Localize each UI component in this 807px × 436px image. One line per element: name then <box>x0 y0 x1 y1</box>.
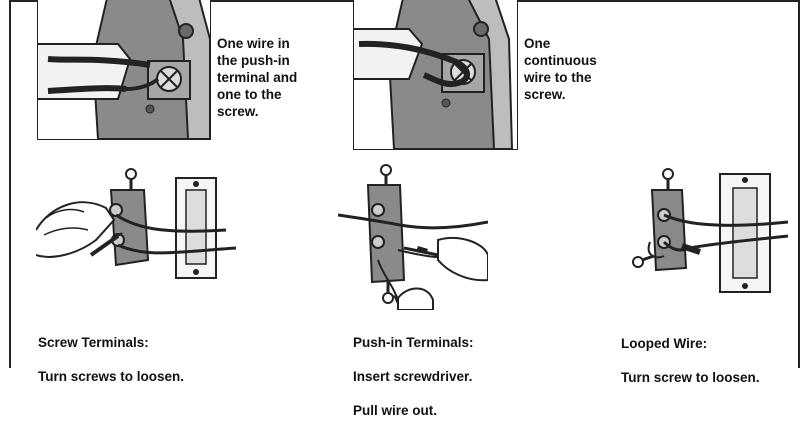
method-caption-looped-wire: Looped Wire: Turn screw to loosen. <box>621 318 760 403</box>
frame-left-edge <box>9 0 11 368</box>
method-caption-push-in-terminals: Push-in Terminals: Insert screwdriver. P… <box>353 317 474 436</box>
detail-panel-push-in-and-screw <box>37 0 211 140</box>
screw-terminals-illustration <box>36 160 246 285</box>
frame-right-edge <box>798 0 800 368</box>
looped-closeup-illustration <box>354 0 517 149</box>
detail-panel-continuous-wire <box>353 0 518 150</box>
detail-caption-2: One continuous wire to the screw. <box>524 35 634 103</box>
method-instruction: Turn screw to loosen. <box>621 369 760 386</box>
push-in-terminals-illustration <box>338 160 488 310</box>
method-title: Looped Wire: <box>621 335 760 352</box>
switch-closeup-illustration <box>38 0 210 139</box>
method-title: Push-in Terminals: <box>353 334 474 351</box>
method-title: Screw Terminals: <box>38 334 184 351</box>
method-caption-screw-terminals: Screw Terminals: Turn screws to loosen. <box>38 317 184 402</box>
method-instruction: Insert screwdriver. <box>353 368 474 385</box>
method-instruction: Turn screws to loosen. <box>38 368 184 385</box>
looped-wire-illustration <box>620 160 790 300</box>
method-instruction-2: Pull wire out. <box>353 402 474 419</box>
detail-caption-1: One wire in the push-in terminal and one… <box>217 35 327 120</box>
